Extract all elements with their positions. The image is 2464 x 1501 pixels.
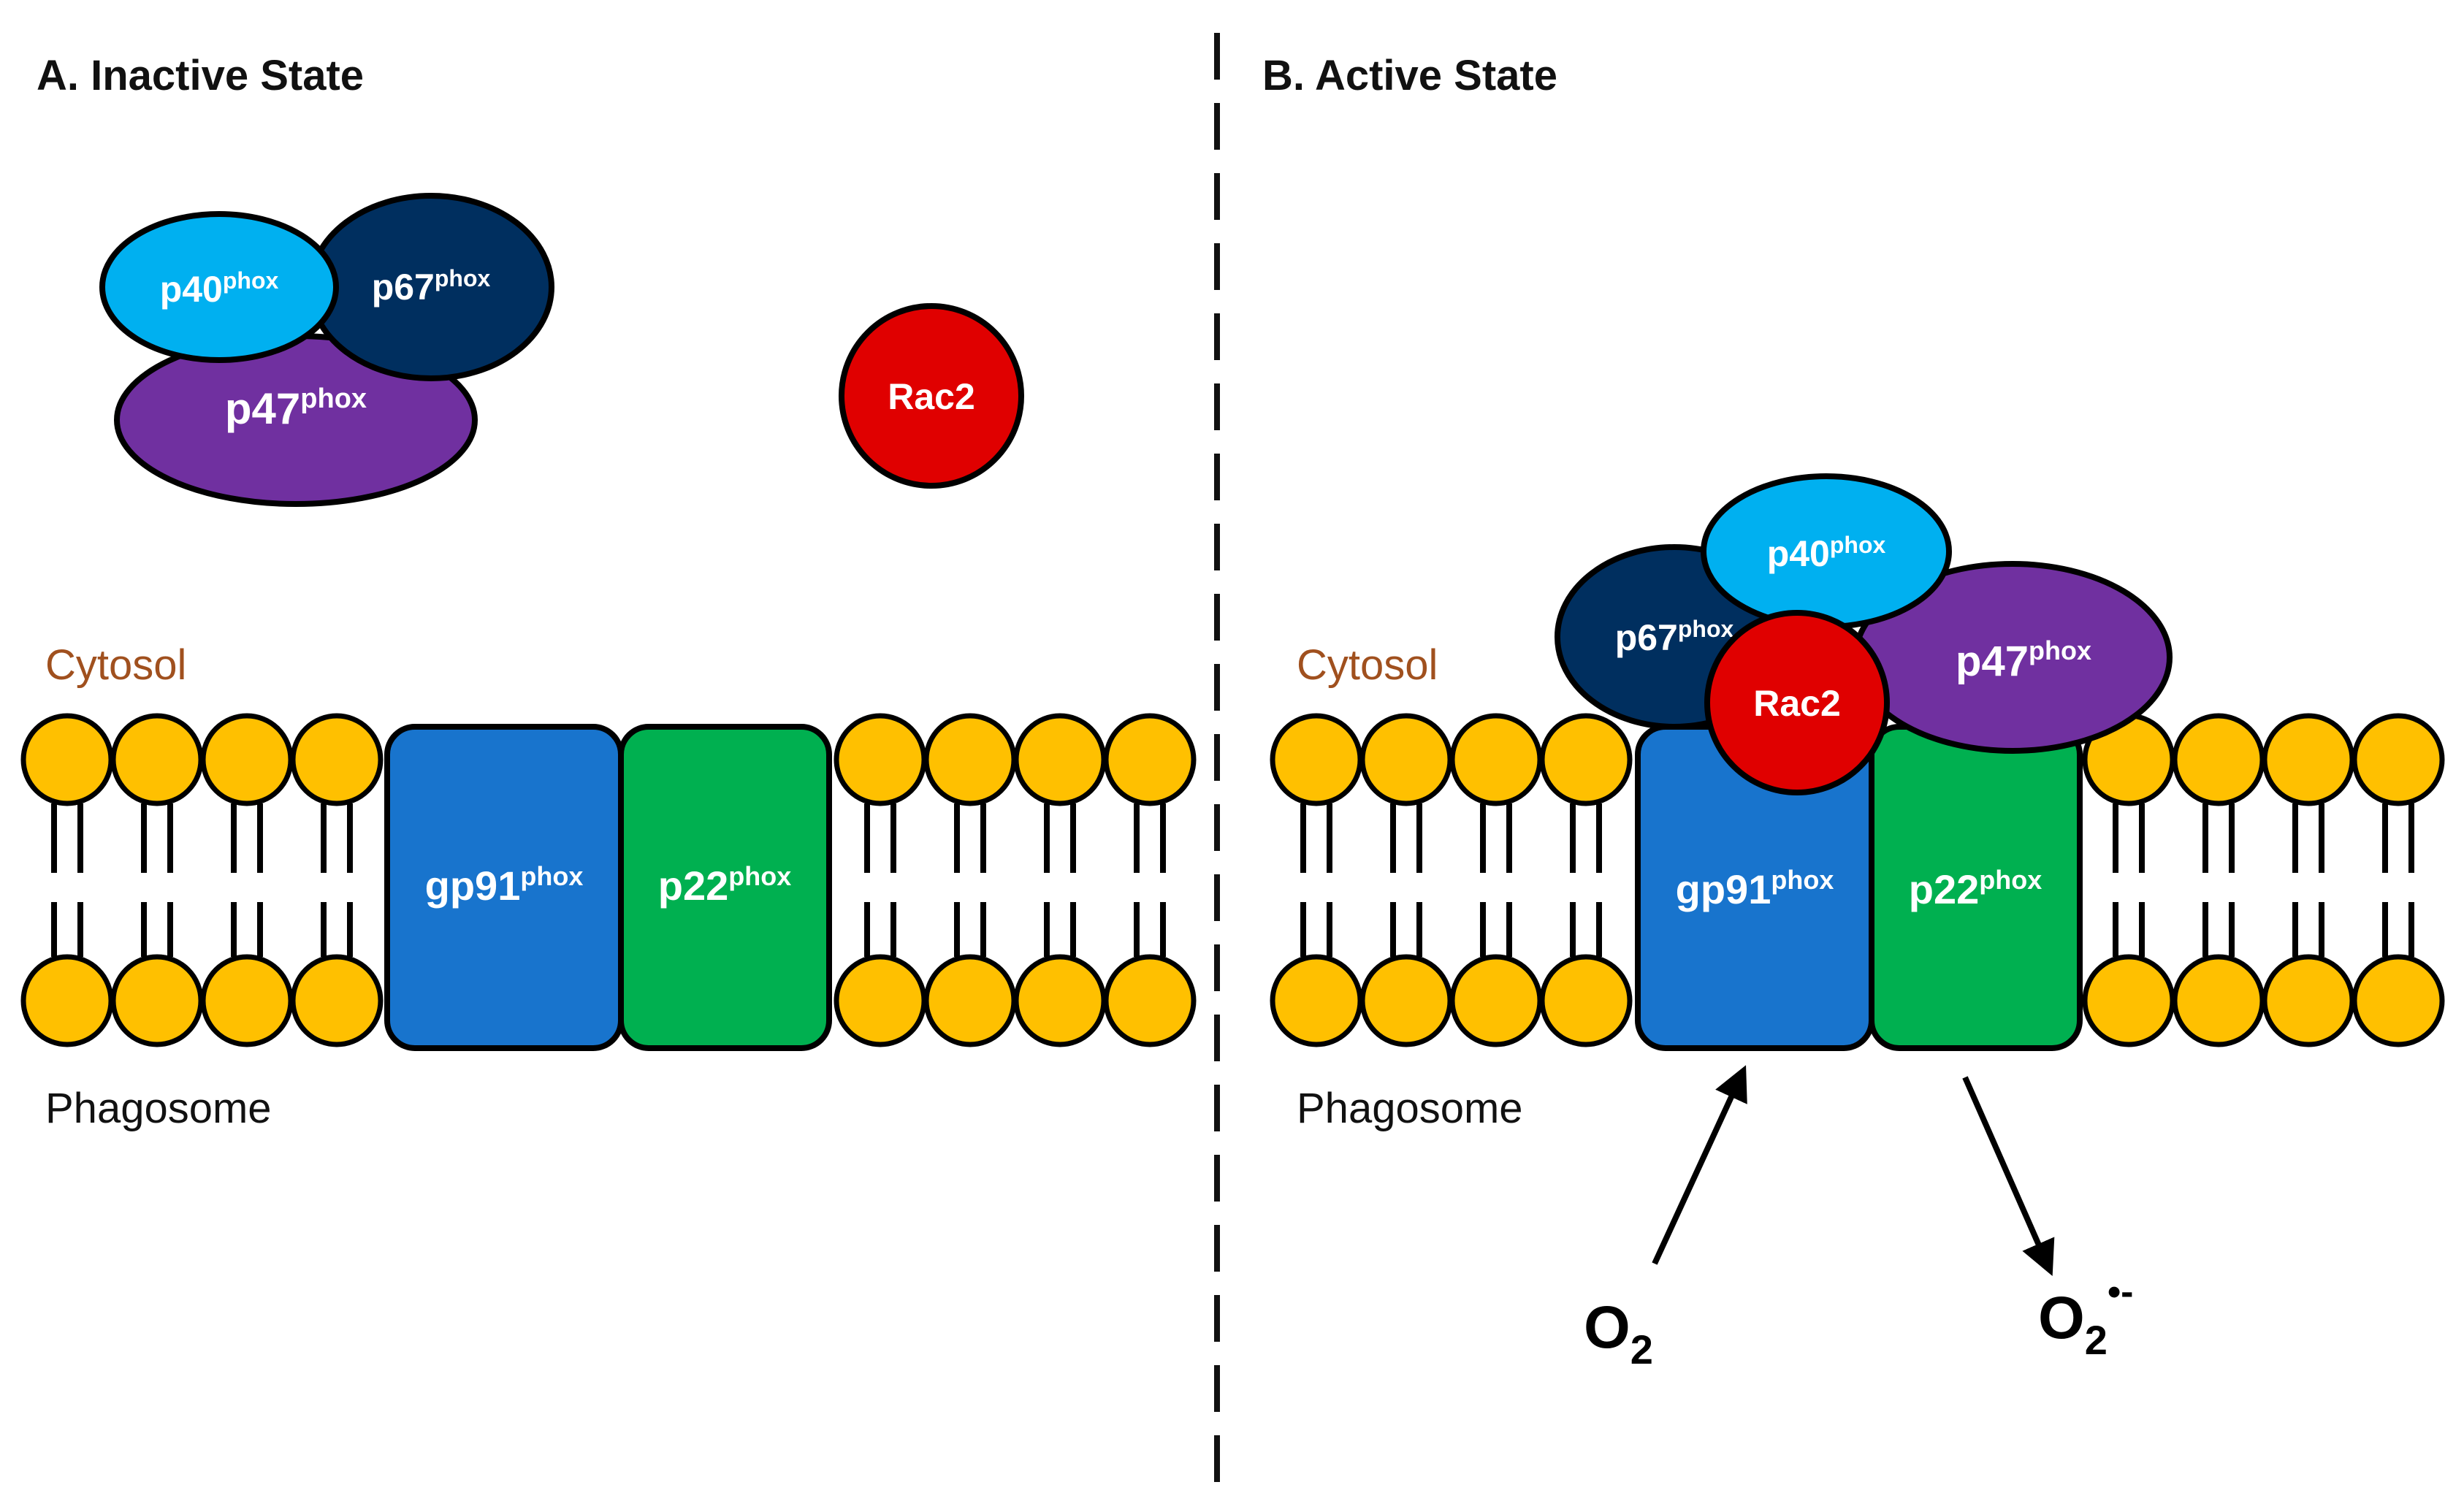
p47-label: p47phox	[1956, 635, 2091, 685]
lipid-head	[110, 713, 204, 806]
lipid-head	[1449, 954, 1543, 1047]
lipid-head	[290, 713, 384, 806]
lipid-bilayer	[20, 713, 1197, 1047]
lipid-head	[2172, 954, 2265, 1047]
o2-influx-arrow	[1652, 1065, 1747, 1265]
lipid-head	[20, 713, 114, 806]
rac2-circle	[1704, 610, 1890, 795]
lipid-head	[2262, 713, 2355, 806]
lipid-head	[2352, 713, 2445, 806]
o2-label: O2	[1584, 1294, 1653, 1372]
lipid-head	[200, 713, 294, 806]
lipid-head	[1103, 713, 1197, 806]
lipid-head	[2082, 954, 2175, 1047]
lipid-head	[2262, 954, 2355, 1047]
panel-a-title: A. Inactive State	[37, 52, 364, 99]
lipid-head	[1270, 713, 1363, 806]
gp91-label: gp91phox	[425, 861, 584, 909]
lipid-head	[2172, 713, 2265, 806]
panel-b-title: B. Active State	[1262, 52, 1557, 99]
p40-ellipse	[99, 211, 339, 363]
lipid-head	[1103, 954, 1197, 1047]
lipid-head	[1539, 713, 1633, 806]
panel-inactive: A. Inactive State p47phox p67phox p40pho…	[20, 52, 1197, 1132]
lipid-head	[834, 713, 927, 806]
p40-label: p40phox	[1767, 532, 1886, 574]
lipid-head	[1013, 954, 1107, 1047]
gp91-label: gp91phox	[1676, 865, 1834, 912]
p22-box	[618, 724, 832, 1051]
lipid-head	[1539, 954, 1633, 1047]
lipid-head	[1359, 954, 1453, 1047]
p22-label: p22phox	[1909, 865, 2042, 912]
lipid-head	[290, 954, 384, 1047]
superoxide-label: O2•-	[2038, 1271, 2133, 1363]
p67-label: p67phox	[1615, 616, 1734, 658]
p47-label: p47phox	[225, 383, 367, 433]
cytosol-label: Cytosol	[1297, 641, 1438, 689]
lipid-head	[1013, 713, 1107, 806]
superoxide-efflux-arrow	[1962, 1076, 2055, 1276]
rac2-label: Rac2	[888, 376, 975, 417]
phagosome-label: Phagosome	[45, 1085, 272, 1132]
cytosol-label: Cytosol	[45, 641, 186, 689]
p22-label: p22phox	[658, 861, 792, 909]
lipid-head	[20, 954, 114, 1047]
lipid-head	[923, 954, 1017, 1047]
panel-active: B. Active State Cytosol Phagosome gp91ph…	[1262, 52, 2445, 1372]
phagosome-label: Phagosome	[1297, 1085, 1523, 1132]
lipid-head	[1270, 954, 1363, 1047]
lipid-head	[200, 954, 294, 1047]
lipid-head	[2352, 954, 2445, 1047]
lipid-head	[923, 713, 1017, 806]
lipid-bilayer	[1270, 713, 2445, 1047]
p67-label: p67phox	[372, 265, 491, 308]
lipid-head	[110, 954, 204, 1047]
rac2-label: Rac2	[1753, 683, 1841, 724]
p40-label: p40phox	[160, 267, 279, 310]
lipid-head	[834, 954, 927, 1047]
lipid-head	[1449, 713, 1543, 806]
lipid-head	[1359, 713, 1453, 806]
rac2-circle	[839, 303, 1024, 489]
